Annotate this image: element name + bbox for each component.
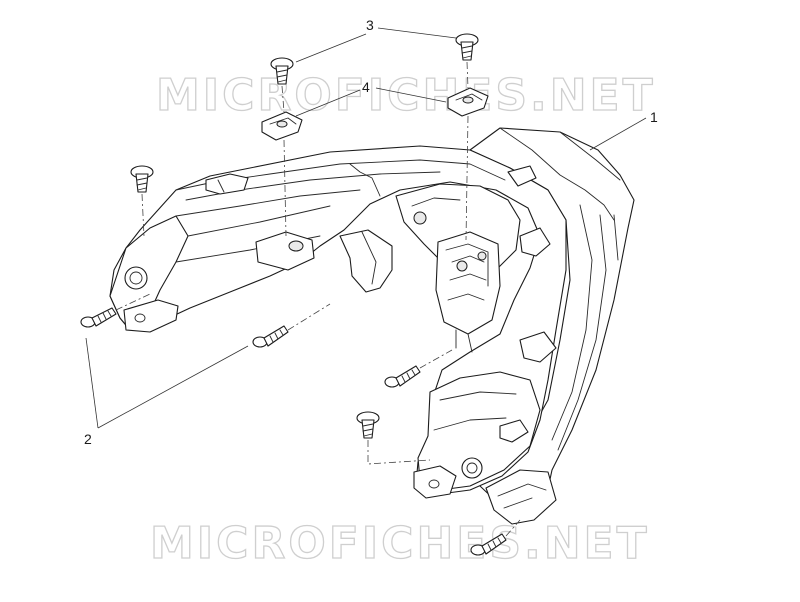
tapping-screw-center: [252, 325, 289, 348]
screw-lower-right-vertical: [356, 411, 380, 439]
callout-2: 2: [84, 431, 92, 447]
callout-1: 1: [650, 109, 658, 125]
callout-leaders: [85, 27, 647, 429]
clip-nut-left: [261, 111, 303, 141]
tapping-screw-bottom: [470, 533, 507, 556]
center-mount-hole: [288, 240, 304, 252]
screw-left-vertical: [130, 165, 154, 193]
assembly-lines: [115, 61, 521, 537]
tapping-screw-left: [80, 307, 117, 328]
screw-top-right: [455, 33, 479, 61]
watermark-bottom: MICROFICHES.NET: [150, 518, 650, 569]
screw-top-left: [270, 57, 294, 85]
tapping-screw-right: [384, 365, 421, 388]
left-bolt-hole: [124, 266, 148, 290]
callout-3: 3: [366, 17, 374, 33]
watermark-top: MICROFICHES.NET: [156, 70, 656, 121]
right-mount-hole: [413, 211, 427, 225]
right-bolt-hole: [461, 457, 483, 479]
clip-nut-right: [447, 87, 489, 117]
callout-4: 4: [362, 79, 370, 95]
tail-light-housing: [109, 127, 635, 525]
